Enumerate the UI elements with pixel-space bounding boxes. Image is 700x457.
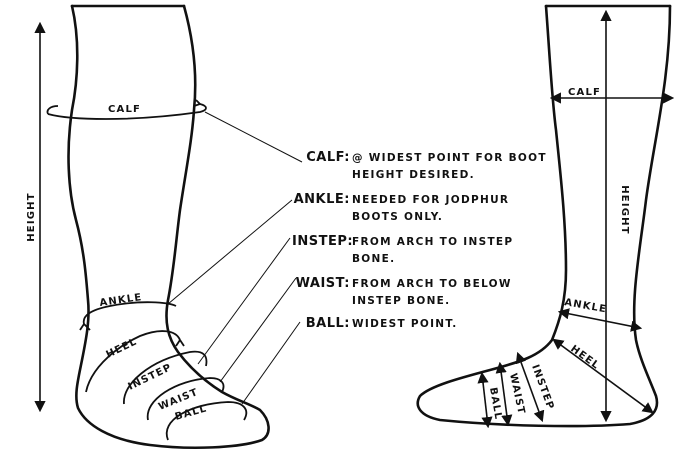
side-ankle-arrow [557, 308, 643, 332]
legend-key-instep: INSTEP: [292, 234, 354, 249]
front-ball-label: BALL [174, 403, 209, 423]
side-ankle-label: ANKLE [563, 297, 607, 315]
legend-key-waist: WAIST: [295, 276, 350, 291]
front-waist-band [146, 377, 225, 421]
front-calf-band [46, 99, 207, 120]
legend-text-calf: @ WIDEST POINT FOR BOOT HEIGHT DESIRED. [352, 152, 547, 181]
front-leg-outline [67, 4, 270, 450]
legend-key-calf: CALF: [306, 150, 350, 165]
side-heel-label: HEEL [568, 344, 601, 372]
front-height-label: HEIGHT [26, 192, 37, 242]
front-calf-label: CALF [108, 104, 141, 115]
front-instep-band [123, 350, 208, 405]
legend-key-ankle: ANKLE: [293, 192, 350, 207]
front-ankle-band [79, 301, 177, 331]
legend-text-ankle: NEEDED FOR JODPHUR BOOTS ONLY. [352, 194, 510, 223]
side-ball-label: BALL [487, 387, 504, 421]
side-heel-arrow [552, 338, 654, 414]
side-waist-arrow [495, 361, 513, 427]
front-ankle-label: ANKLE [99, 292, 143, 309]
legend-text-instep: FROM ARCH TO INSTEP BONE. [352, 236, 514, 265]
side-ball-arrow [477, 371, 493, 429]
side-calf-label: CALF [568, 87, 601, 98]
side-instep-label: INSTEP [529, 363, 556, 411]
side-instep-arrow [515, 351, 545, 423]
front-ball-band [165, 401, 248, 441]
side-height-label: HEIGHT [619, 185, 630, 235]
front-heel-band [85, 330, 185, 393]
legend-text-ball: WIDEST POINT. [352, 318, 458, 330]
legend-key-ball: BALL: [305, 316, 350, 331]
front-heel-label: HEEL [104, 336, 139, 360]
legend-text-waist: FROM ARCH TO BELOW INSTEP BONE. [352, 278, 512, 307]
side-waist-label: WAIST [507, 372, 527, 415]
side-leg-outline [416, 4, 672, 428]
leader-lines [167, 111, 303, 405]
